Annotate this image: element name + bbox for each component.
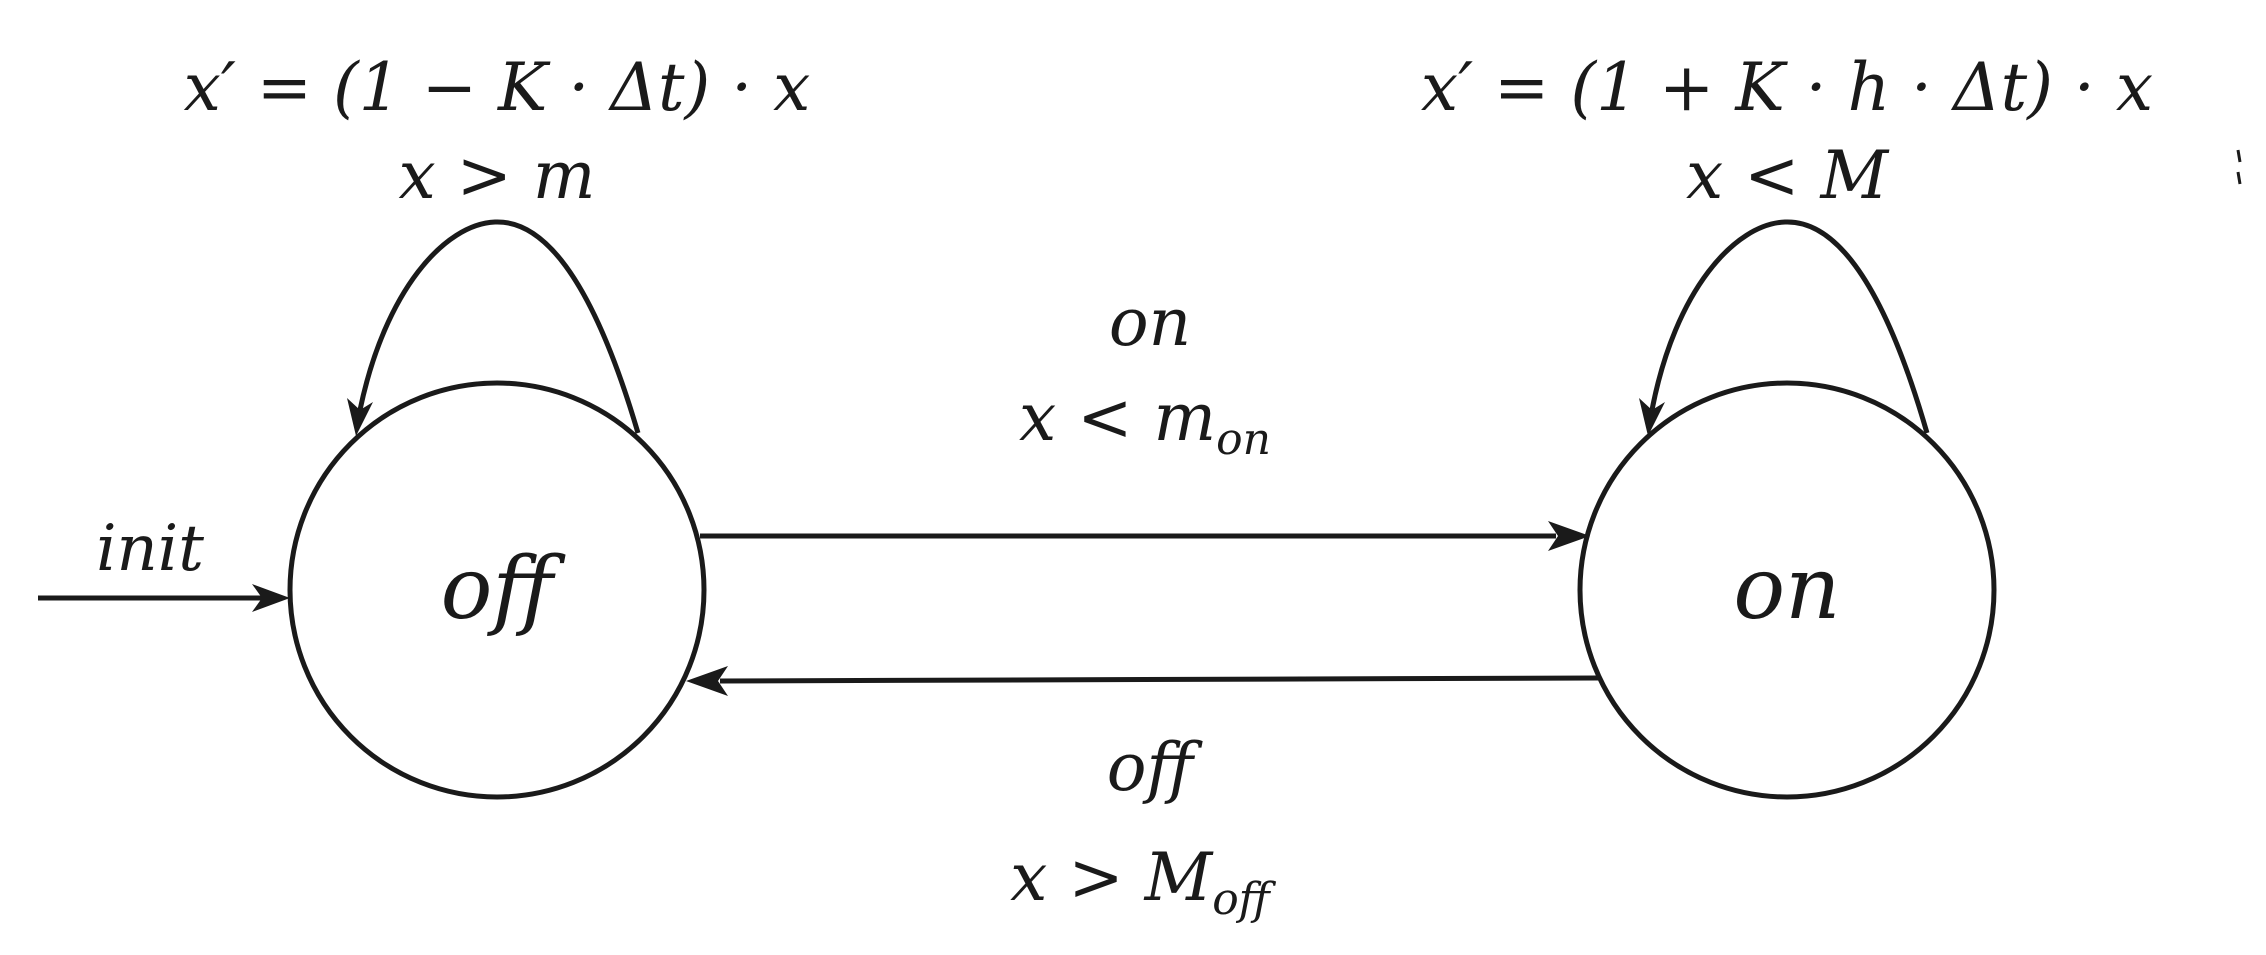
self-loop-off-update: x′ = (1 − K · Δt) · x xyxy=(184,49,811,126)
self-loop-on-guard: x < M xyxy=(1686,137,1889,214)
self-loop-on xyxy=(1649,219,1930,434)
edge-mark xyxy=(2236,149,2242,185)
transition-on-to-off-head xyxy=(686,666,728,696)
state-on xyxy=(1577,380,1997,800)
transition-on-to-off xyxy=(719,675,1599,684)
transition-on-to-off-guard-base: x > M xyxy=(1010,839,1213,916)
self-loop-off xyxy=(357,219,641,434)
transition-off-to-on-head xyxy=(1548,521,1590,551)
state-on-label: on xyxy=(1733,539,1840,639)
self-loop-on-head xyxy=(1639,398,1665,436)
transition-on-to-off-event: off xyxy=(1107,729,1204,806)
transition-on-to-off-guard: x > Moff xyxy=(1010,839,1277,925)
transition-on-to-off-guard-sub: off xyxy=(1212,874,1276,925)
self-loop-off-guard: x > m xyxy=(398,137,595,214)
self-loop-on-update: x′ = (1 + K · h · Δt) · x xyxy=(1421,49,2153,126)
transition-off-to-on-event: on xyxy=(1109,284,1191,361)
initial-arrow-head xyxy=(252,584,290,612)
transition-off-to-on-guard: x < mon xyxy=(1019,379,1271,465)
initial-label: init xyxy=(96,512,204,586)
state-off-label: off xyxy=(441,539,567,639)
transition-off-to-on-guard-sub: on xyxy=(1216,414,1271,465)
self-loop-off-head xyxy=(347,398,373,436)
state-off xyxy=(287,380,707,800)
transition-off-to-on-guard-base: x < m xyxy=(1019,379,1216,456)
